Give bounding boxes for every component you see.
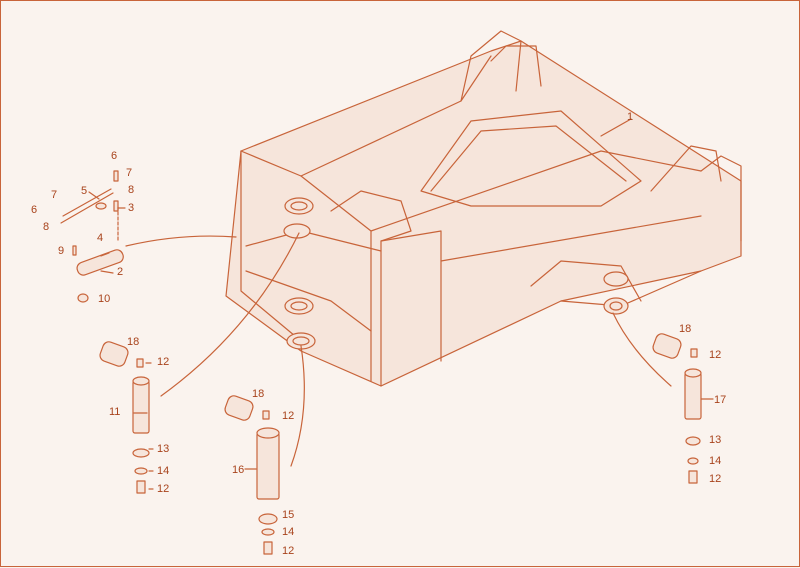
callout-8-left: 8: [43, 221, 50, 233]
callout-5: 5: [81, 185, 88, 197]
callout-12-left-bottom: 12: [157, 483, 170, 495]
callout-4: 4: [97, 232, 104, 244]
callout-6-top: 6: [111, 150, 118, 162]
callout-leaders: [88, 118, 714, 490]
callout-13-left: 13: [157, 443, 170, 455]
rear-frame-assembly: [225, 30, 742, 387]
callout-6-left: 6: [31, 204, 38, 216]
callout-7-top: 7: [126, 167, 133, 179]
callout-8-top: 8: [128, 184, 135, 196]
callout-9: 9: [58, 245, 65, 257]
callout-12-right-top: 12: [709, 349, 722, 361]
pin-assembly-center: [224, 395, 280, 555]
linkage-parts: [60, 170, 124, 303]
callout-1: 1: [627, 111, 634, 123]
callout-14-left: 14: [157, 465, 170, 477]
callout-18-left: 18: [127, 336, 140, 348]
callout-12-center-bottom: 12: [282, 545, 295, 557]
leader-arrows: [125, 232, 672, 467]
callout-7-left: 7: [51, 189, 58, 201]
callout-13-right: 13: [709, 434, 722, 446]
callout-18-right: 18: [679, 323, 692, 335]
pin-assembly-left: [99, 341, 150, 494]
callout-11: 11: [109, 406, 121, 418]
callout-12-left-top: 12: [157, 356, 170, 368]
callout-3: 3: [128, 202, 135, 214]
callout-14-center: 14: [282, 526, 295, 538]
callout-17: 17: [714, 394, 727, 406]
callout-12-center-top: 12: [282, 410, 295, 422]
callout-2: 2: [117, 266, 124, 278]
callout-10: 10: [98, 293, 111, 305]
frame-bushings: [283, 197, 629, 350]
callout-15: 15: [282, 509, 295, 521]
callout-16: 16: [232, 464, 245, 476]
callout-12-right-bottom: 12: [709, 473, 722, 485]
callout-14-right: 14: [709, 455, 722, 467]
callout-18-center: 18: [252, 388, 265, 400]
pin-assembly-right: [652, 333, 702, 484]
